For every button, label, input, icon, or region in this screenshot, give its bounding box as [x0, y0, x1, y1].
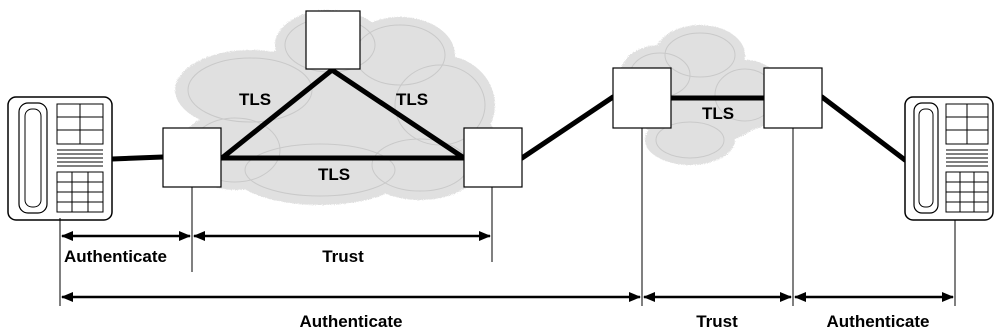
- phone-left-icon: [7, 96, 113, 221]
- extension-lines: [59, 128, 956, 306]
- trust-label-left: Trust: [322, 247, 364, 266]
- authenticate-label-left: Authenticate: [64, 247, 167, 266]
- tls-label-cloud2: TLS: [702, 104, 734, 123]
- tls-label-left: TLS: [239, 90, 271, 109]
- phone-right-icon: [904, 96, 994, 221]
- node-right: [463, 127, 523, 188]
- node-top: [305, 10, 361, 70]
- node-cloud2-left: [612, 67, 672, 129]
- network-link: [519, 94, 616, 161]
- right-cloud-texture: [629, 32, 776, 159]
- tls-label-right: TLS: [396, 90, 428, 109]
- authenticate-label-right: Authenticate: [827, 312, 930, 331]
- tls-label-bottom: TLS: [318, 165, 350, 184]
- node-cloud2-right: [763, 67, 823, 129]
- tls-link-right: [329, 67, 467, 161]
- authenticate-label-bottom: Authenticate: [300, 312, 403, 331]
- trust-label-right: Trust: [696, 312, 738, 331]
- tls-link-left: [219, 67, 335, 161]
- phone-link-left: [109, 154, 166, 162]
- phone-link-right: [819, 94, 908, 163]
- node-left: [162, 127, 222, 188]
